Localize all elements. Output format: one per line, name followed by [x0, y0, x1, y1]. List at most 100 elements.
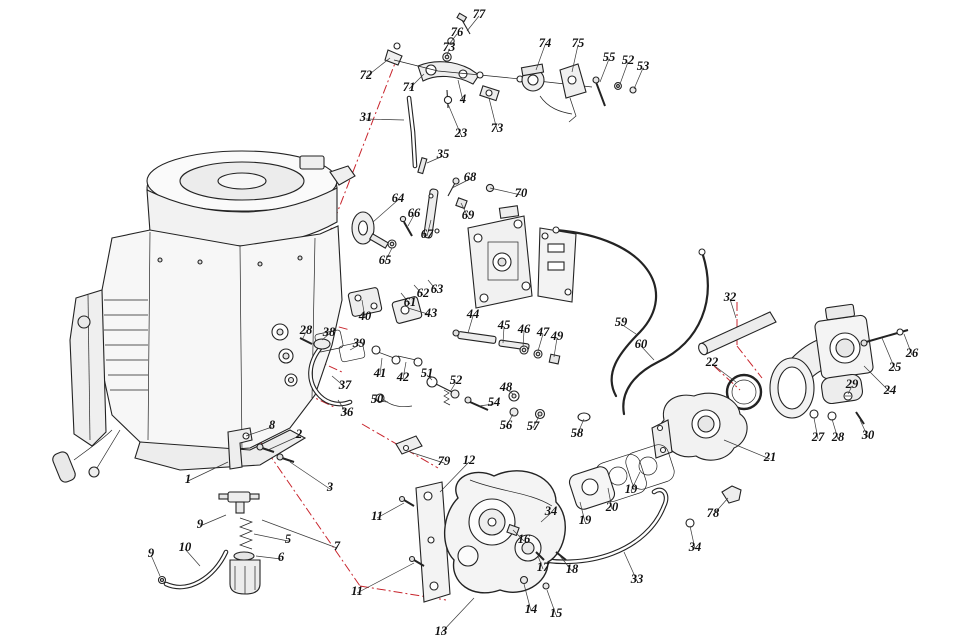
leader-line-7 [261, 519, 338, 549]
leader-line-13 [440, 597, 475, 634]
leader-line-74 [535, 44, 546, 71]
leader-line-15 [546, 589, 557, 616]
part-number-53: 53 [637, 59, 650, 73]
leader-line-63 [427, 279, 438, 292]
leader-line-6 [255, 555, 282, 560]
part-number-4: 4 [459, 92, 466, 106]
fuel-pump-assembly [520, 63, 637, 123]
part-number-61: 61 [404, 295, 417, 309]
part-number-15: 15 [550, 606, 563, 620]
part-number-43: 43 [424, 306, 438, 320]
leader-line-48 [505, 388, 514, 395]
part-number-59: 59 [615, 315, 628, 329]
strip-67-icon [423, 188, 439, 239]
part-number-3: 3 [326, 480, 333, 494]
leader-line-35 [426, 155, 444, 164]
part-number-17: 17 [537, 560, 550, 574]
leader-line-66 [407, 214, 415, 227]
leader-line-78 [712, 497, 729, 516]
leader-line-52 [619, 61, 629, 85]
leader-line-2 [267, 435, 300, 451]
part-number-76: 76 [451, 25, 464, 39]
part-number-18: 18 [566, 562, 579, 576]
part-number-12: 12 [463, 453, 476, 467]
part-number-37: 37 [338, 378, 352, 392]
part-number-33: 33 [630, 572, 644, 586]
lifting-bracket-icon [329, 165, 356, 186]
part-number-56: 56 [500, 418, 513, 432]
part-number-36: 36 [340, 405, 354, 419]
leader-line-47 [537, 333, 544, 352]
part-number-73: 73 [491, 121, 504, 135]
hose-59-icon [554, 228, 658, 398]
part-number-19: 19 [625, 482, 638, 496]
adapter-gasket-group [519, 392, 748, 565]
bracket-group [351, 177, 577, 309]
leader-line-19 [630, 471, 641, 492]
leader-line-73 [488, 97, 498, 131]
part-number-44: 44 [466, 307, 480, 321]
part-number-55: 55 [603, 50, 616, 64]
carburetor-assembly [769, 303, 909, 425]
leader-line-8 [245, 426, 273, 437]
intake-pipe-group [698, 311, 777, 411]
part-number-62: 62 [417, 286, 430, 300]
leader-line-49 [553, 337, 558, 358]
part-number-7: 7 [334, 539, 341, 553]
elbow-78-icon [721, 485, 742, 504]
washer-58-icon [577, 412, 591, 422]
leader-line-37 [331, 375, 346, 388]
leader-line-53 [633, 67, 644, 90]
leader-line-54 [478, 403, 495, 407]
part-number-79: 79 [438, 454, 451, 468]
part-number-70: 70 [515, 186, 528, 200]
part-number-74: 74 [539, 36, 552, 50]
choke-knob-icon [77, 315, 91, 329]
leader-line-25 [881, 337, 896, 370]
leader-line-29 [847, 385, 853, 395]
leader-line-1 [187, 461, 229, 482]
part-number-28: 28 [299, 323, 313, 337]
leader-line-39 [349, 344, 360, 351]
part-number-52: 52 [450, 373, 463, 387]
construction-line [257, 437, 361, 587]
pivot-23-icon [443, 95, 453, 105]
leader-line-68 [451, 178, 471, 189]
part-number-9: 9 [197, 517, 204, 531]
bracket-79-icon [395, 435, 423, 455]
leader-line-32 [729, 298, 737, 319]
leader-line-69 [460, 202, 469, 218]
leader-line-43 [407, 307, 432, 316]
leader-line-3 [289, 461, 331, 490]
leader-line-36 [337, 399, 348, 415]
part-number-21: 21 [763, 450, 777, 464]
part-number-67: 67 [421, 227, 434, 241]
part-number-25: 25 [888, 360, 902, 374]
filter-head-icon [227, 491, 251, 503]
leader-line-5 [253, 533, 289, 542]
part-number-78: 78 [707, 506, 720, 520]
throttle-link-assembly [384, 12, 593, 175]
part-number-39: 39 [352, 336, 366, 350]
gasket-39-icon [338, 341, 366, 363]
part-number-19: 19 [579, 513, 592, 527]
leader-line-71 [408, 73, 425, 90]
leader-line-33 [623, 551, 638, 582]
leader-line-23 [447, 103, 462, 136]
leader-line-45 [502, 326, 505, 344]
part-number-50: 50 [371, 392, 384, 406]
part-number-20: 20 [605, 500, 619, 514]
leader-line-75 [571, 44, 579, 73]
leader-line-18 [559, 555, 573, 572]
leader-line-46 [522, 330, 525, 348]
part-number-5: 5 [285, 532, 291, 546]
leader-line-22 [711, 363, 737, 383]
part-number-72: 72 [360, 68, 373, 82]
part-number-68: 68 [464, 170, 477, 184]
leader-line-11 [376, 502, 405, 519]
part-number-60: 60 [635, 337, 648, 351]
screw-77-icon [456, 12, 468, 23]
part-number-6: 6 [278, 550, 285, 564]
leader-line-44 [467, 315, 474, 334]
